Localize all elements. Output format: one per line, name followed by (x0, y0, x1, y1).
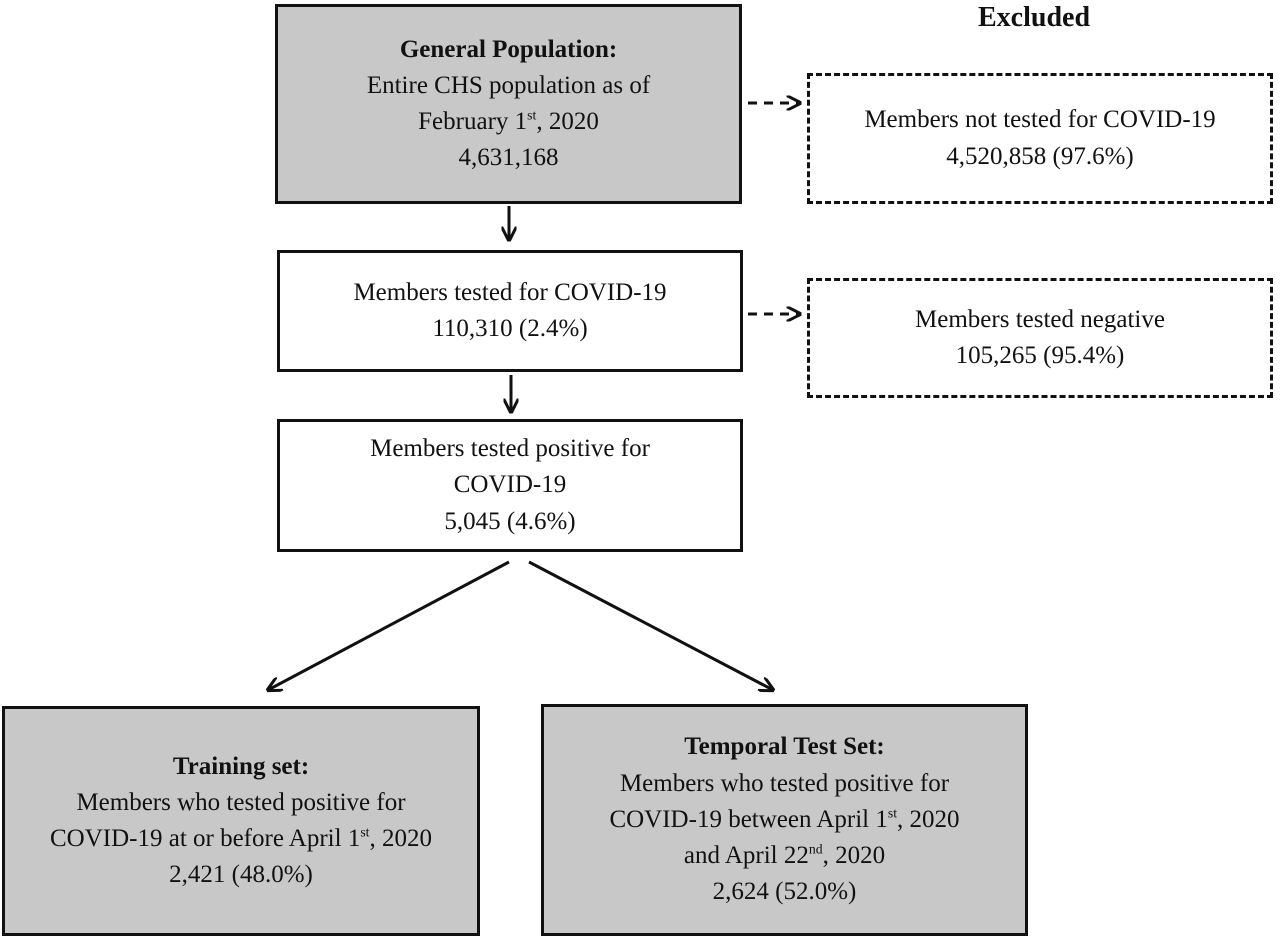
training-set-count: 2,421 (48.0%) (169, 861, 313, 889)
temporal-test-set-desc-line3: and April 22nd, 2020 (683, 841, 886, 870)
tested-negative-label: Members tested negative (915, 305, 1165, 333)
temporal-test-set-title: Temporal Test Set: (684, 733, 885, 761)
tested-positive-label-line1: Members tested positive for (370, 435, 650, 463)
general-population-count: 4,631,168 (458, 144, 559, 172)
tested-positive-label-line2: COVID-19 (453, 471, 567, 499)
training-set-title: Training set: (172, 752, 310, 780)
general-population-box: General Population: Entire CHS populatio… (275, 4, 742, 204)
general-population-title: General Population: (399, 35, 618, 63)
tested-positive-count: 5,045 (4.6%) (444, 507, 576, 535)
temporal-test-set-desc-line2: COVID-19 between April 1st, 2020 (609, 805, 960, 833)
excluded-heading: Excluded (978, 2, 1091, 33)
arrow-positive-to-temporal (528, 560, 773, 690)
not-tested-label: Members not tested for COVID-19 (864, 106, 1216, 134)
temporal-test-set-box: Temporal Test Set: Members who tested po… (541, 704, 1028, 936)
temporal-test-set-desc-line1: Members who tested positive for (619, 769, 950, 797)
training-set-box: Training set: Members who tested positiv… (2, 706, 480, 936)
tested-negative-count: 105,265 (95.4%) (955, 342, 1125, 369)
tested-positive-box: Members tested positive for COVID-19 5,0… (277, 419, 743, 552)
general-population-desc: Entire CHS population as of (366, 71, 651, 99)
tested-box: Members tested for COVID-19 110,310 (2.4… (277, 250, 743, 372)
tested-negative-box: Members tested negative 105,265 (95.4%) (807, 278, 1273, 398)
arrow-positive-to-training (268, 560, 510, 690)
not-tested-box: Members not tested for COVID-19 4,520,85… (807, 73, 1273, 204)
training-set-desc-line1: Members who tested positive for (76, 788, 406, 816)
training-set-desc-line2: COVID-19 at or before April 1st, 2020 (49, 824, 432, 852)
tested-count: 110,310 (2.4%) (432, 315, 588, 342)
not-tested-count: 4,520,858 (97.6%) (946, 142, 1134, 170)
general-population-date: February 1st, 2020 (418, 107, 599, 135)
temporal-test-set-count: 2,624 (52.0%) (712, 878, 857, 906)
tested-label: Members tested for COVID-19 (353, 278, 667, 306)
